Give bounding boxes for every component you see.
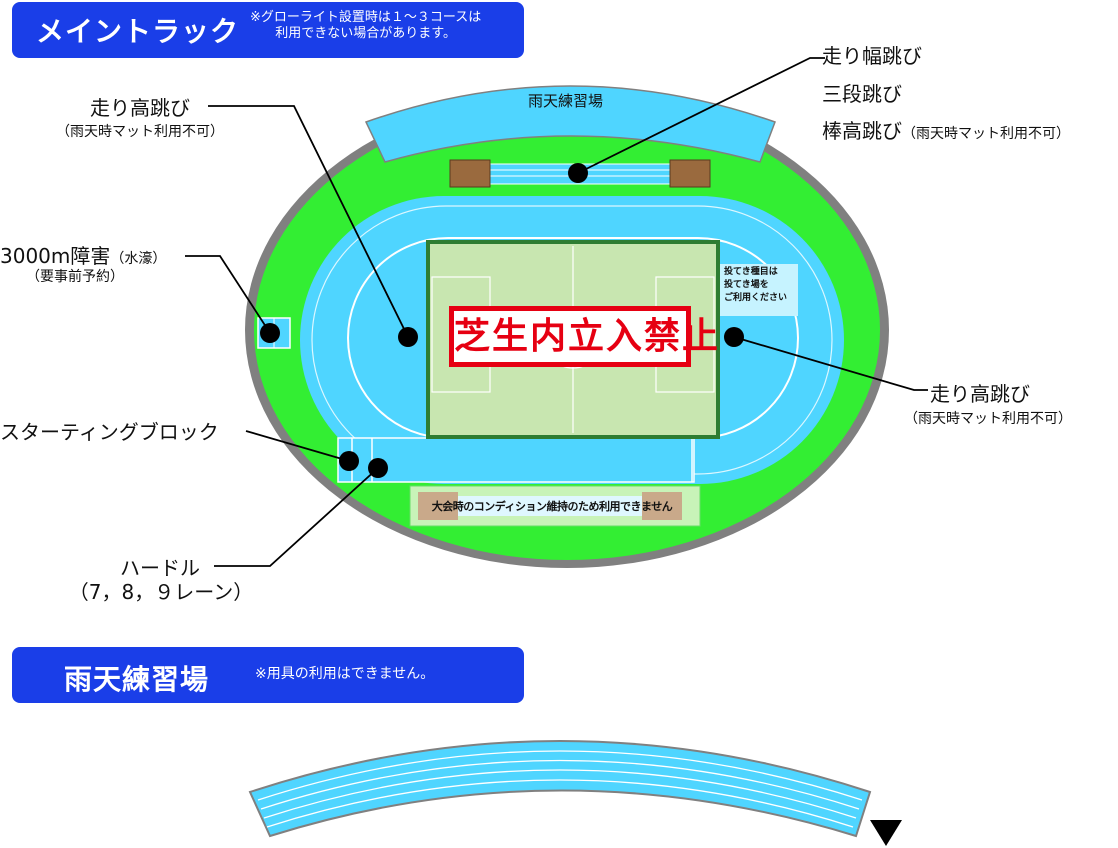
rain-lane-line bbox=[257, 750, 863, 801]
condition-note: 大会時のコンディション維持のため利用できません bbox=[431, 500, 673, 513]
label-hurdle: ハードル bbox=[120, 556, 200, 580]
leader-high-jump-right bbox=[733, 336, 928, 391]
throw-note-line2: 投てき場を bbox=[724, 280, 769, 290]
location-dot-icon bbox=[568, 163, 588, 183]
throw-events-note: 投てき種目は 投てき場を ご利用ください bbox=[720, 264, 798, 316]
throw-note-line3: ご利用ください bbox=[724, 293, 788, 303]
main-track-header: メイントラック ※グローライト設置時は１～３コースは 利用できない場合があります… bbox=[12, 2, 524, 58]
condition-pit-left bbox=[418, 492, 458, 520]
label-high-jump-left-note: （雨天時マット利用不可） bbox=[56, 124, 224, 140]
leader-starting-block bbox=[245, 430, 350, 462]
leader-high-jump-left bbox=[208, 105, 409, 338]
leader-steeplechase bbox=[185, 255, 271, 334]
rain-practice-title: 雨天練習場 bbox=[64, 663, 210, 696]
main-track-note-line2: 利用できない場合があります。 bbox=[275, 26, 456, 41]
leader-long-jump bbox=[577, 57, 825, 174]
rain-lane-line bbox=[263, 769, 857, 819]
label-pole-vault-group: 棒高跳び（雨天時マット利用不可） bbox=[822, 119, 1070, 143]
label-high-jump-right: 走り高跳び bbox=[930, 382, 1030, 406]
location-dot-icon bbox=[339, 451, 359, 471]
label-pole-vault-note: （雨天時マット利用不可） bbox=[902, 126, 1070, 142]
down-triangle-icon bbox=[870, 820, 902, 846]
location-dot-icon bbox=[368, 458, 388, 478]
sand-pit-right bbox=[669, 159, 711, 188]
label-steeplechase-group: 3000m障害（水濠） bbox=[0, 244, 166, 268]
rain-practice-track-arc bbox=[248, 740, 872, 838]
label-high-jump-right-note: （雨天時マット利用不可） bbox=[904, 411, 1072, 427]
rain-practice-note: ※用具の利用はできません。 bbox=[255, 666, 435, 682]
location-dot-icon bbox=[724, 327, 744, 347]
label-steeplechase-note: （要事前予約） bbox=[26, 269, 124, 285]
label-triple-jump: 三段跳び bbox=[822, 82, 902, 106]
condition-pit-right bbox=[642, 492, 682, 520]
label-steeplechase-water: （水濠） bbox=[110, 251, 167, 267]
leader-hurdle bbox=[214, 467, 379, 567]
label-long-jump: 走り幅跳び bbox=[822, 44, 922, 68]
main-track-title: メイントラック bbox=[36, 15, 240, 48]
label-hurdle-note: （7，8，９レーン） bbox=[68, 580, 254, 604]
sand-pit-left bbox=[449, 159, 491, 188]
home-straight bbox=[337, 437, 695, 483]
label-pole-vault: 棒高跳び bbox=[822, 119, 902, 143]
location-dot-icon bbox=[398, 327, 418, 347]
label-starting-block: スターティングブロック bbox=[0, 420, 219, 444]
main-track-note-line1: ※グローライト設置時は１～３コースは bbox=[250, 10, 482, 25]
label-high-jump-left: 走り高跳び bbox=[90, 96, 190, 120]
location-dot-icon bbox=[260, 323, 280, 343]
throw-note-line1: 投てき種目は bbox=[724, 267, 778, 277]
condition-center bbox=[458, 496, 642, 516]
rain-practice-arc-top bbox=[364, 85, 776, 163]
label-steeplechase: 3000m障害 bbox=[0, 244, 111, 268]
main-track-note: ※グローライト設置時は１～３コースは 利用できない場合があります。 bbox=[250, 10, 481, 42]
rain-lane-line bbox=[266, 779, 854, 828]
no-entry-sign: 芝生内立入禁止 bbox=[449, 306, 718, 367]
rain-practice-header: 雨天練習場 ※用具の利用はできません。 bbox=[12, 647, 524, 703]
rain-practice-top-label: 雨天練習場 bbox=[528, 92, 604, 110]
rain-lane-line bbox=[260, 759, 860, 810]
